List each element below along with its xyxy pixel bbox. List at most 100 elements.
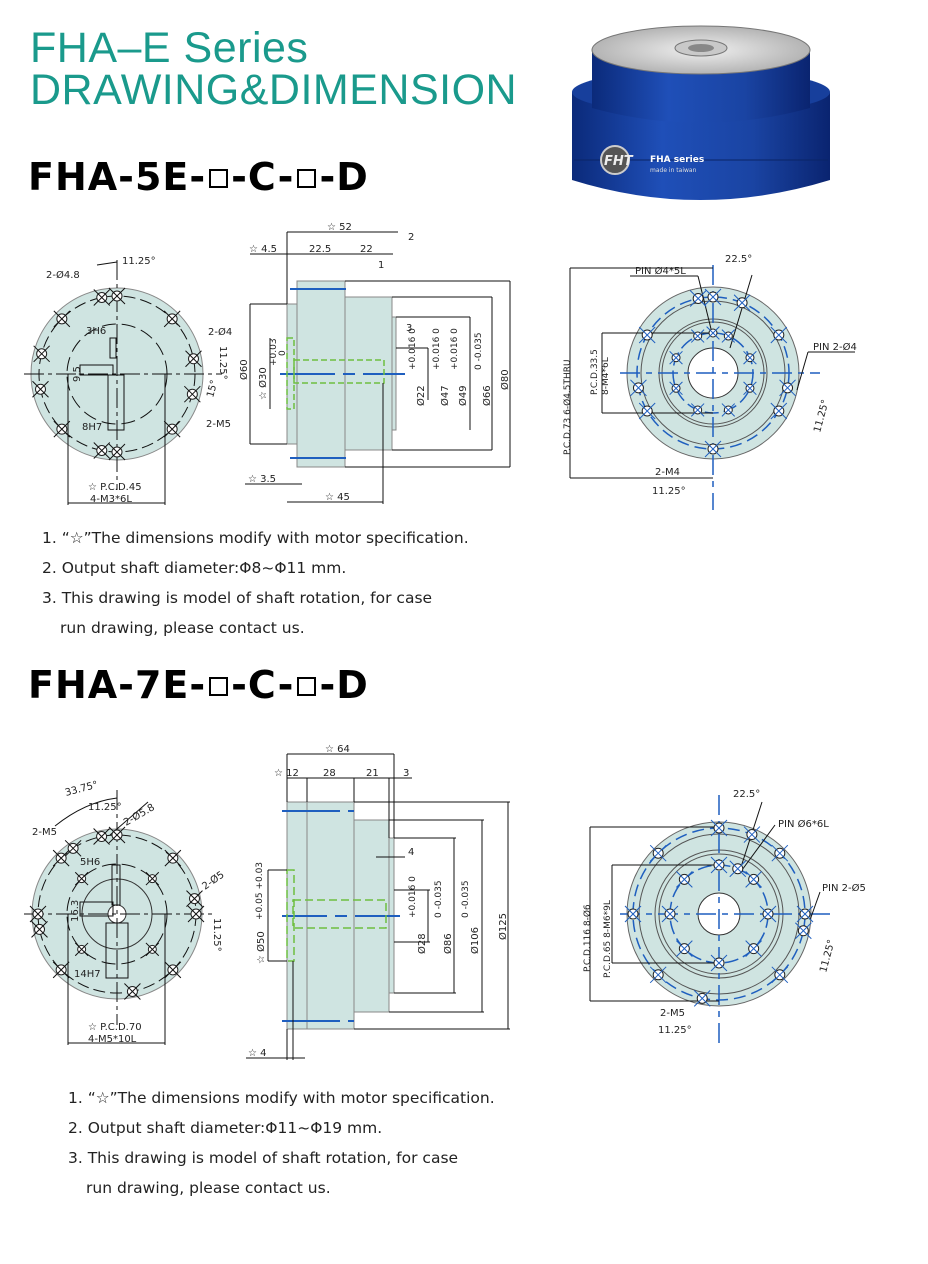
notes-5e: 1. “☆”The dimensions modify with motor s… bbox=[42, 523, 469, 643]
dimension-label: P.C.D.65 8-M6*9L bbox=[603, 900, 613, 978]
hole-crosshair bbox=[164, 961, 182, 979]
dimension-label: P.C.D.116 8-Ø6 bbox=[582, 904, 593, 972]
dimension-label: 11.25° bbox=[211, 918, 222, 952]
hole-crosshair bbox=[33, 345, 51, 363]
dimension-label: 11.25° bbox=[217, 346, 228, 380]
dimension-label: 14H7 bbox=[74, 969, 101, 980]
dimension-label: +0.016 0 bbox=[408, 876, 418, 918]
dimension-label: 2-M4 bbox=[655, 467, 680, 478]
hole-crosshair bbox=[779, 379, 796, 397]
hole-crosshair bbox=[53, 420, 71, 438]
hole-crosshair bbox=[183, 385, 201, 403]
dimension-label: ☆ Ø50 bbox=[255, 931, 267, 964]
hole-crosshair bbox=[743, 381, 757, 396]
dimension-label: Ø86 bbox=[442, 933, 454, 954]
note-item: 2. Output shaft diameter:Φ8~Φ11 mm. bbox=[42, 559, 347, 577]
notes-7e: 1. “☆”The dimensions modify with motor s… bbox=[68, 1083, 495, 1203]
dimension-label: ☆ 4 bbox=[248, 1048, 267, 1059]
hole-crosshair bbox=[693, 989, 711, 1007]
dimension-label: +0.016 0 bbox=[450, 328, 460, 370]
hole-crosshair bbox=[794, 922, 812, 940]
dimension-label: +0.05 +0.03 bbox=[255, 862, 265, 920]
hole-crosshair bbox=[164, 849, 182, 867]
dimension-label: ☆ 12 bbox=[274, 768, 299, 779]
rear-view: 22.5° PIN Ø6*6L PIN 2-Ø5 P.C.D.116 8-Ø6 … bbox=[582, 789, 866, 1045]
dimension-label: 2-M5 bbox=[660, 1008, 685, 1019]
dimension-label: 3 bbox=[403, 768, 409, 779]
hole-crosshair bbox=[630, 379, 647, 397]
dimension-label: 2-Ø5.8 bbox=[122, 801, 157, 828]
dimension-label: 0 -0.035 bbox=[434, 880, 444, 918]
dimension-label: 11.25° bbox=[658, 1025, 692, 1036]
hole-crosshair bbox=[163, 420, 181, 438]
side-view: ☆ 52 2 ☆ 4.5 22.5 22 1 3 Ø60 ☆ Ø30 +0.03… bbox=[238, 222, 511, 504]
dimension-label: Ø66 bbox=[481, 385, 493, 406]
hole-crosshair bbox=[661, 905, 679, 923]
hole-crosshair bbox=[669, 381, 683, 396]
hole-crosshair bbox=[669, 350, 683, 365]
note-item: 3. This drawing is model of shaft rotati… bbox=[68, 1149, 459, 1167]
dimension-label: +0.03 bbox=[269, 338, 279, 366]
dimension-label: Ø125 bbox=[497, 913, 509, 940]
dimension-label: 4 bbox=[408, 847, 414, 858]
dimension-label: 1 bbox=[378, 260, 384, 271]
dimension-label: 33.75° bbox=[64, 780, 99, 799]
hole-crosshair bbox=[93, 442, 111, 459]
dimension-label: ☆ P.C.D.45 bbox=[88, 482, 142, 493]
dimension-label: ☆ 45 bbox=[325, 492, 350, 503]
placeholder-box bbox=[297, 677, 317, 696]
dimension-label: 11.25° bbox=[818, 938, 837, 973]
dimension-label: 4-M5*10L bbox=[88, 1034, 137, 1045]
dimension-label: 22 bbox=[360, 244, 373, 255]
dimension-label: 8H7 bbox=[82, 422, 102, 433]
brand-text: FHT bbox=[604, 154, 634, 169]
dimension-label: 11.25° bbox=[122, 256, 156, 267]
hole-crosshair bbox=[108, 826, 126, 844]
hole-crosshair bbox=[52, 849, 70, 867]
dimension-label: 2-Ø4 bbox=[208, 326, 232, 338]
dimension-label: 11.25° bbox=[812, 398, 831, 433]
hole-crosshair bbox=[187, 905, 205, 923]
model-suffix: -D bbox=[319, 663, 369, 707]
model-prefix: FHA-5E- bbox=[28, 155, 207, 199]
dimension-label: PIN 2-Ø5 bbox=[822, 882, 866, 894]
hole-crosshair bbox=[745, 940, 763, 958]
dimension-label: 11.25° bbox=[88, 802, 122, 813]
hole-crosshair bbox=[624, 905, 642, 923]
hole-crosshair bbox=[675, 870, 693, 888]
hole-crosshair bbox=[759, 905, 777, 923]
front-view: 33.75° 11.25° 2-Ø5.8 2-M5 5H6 2-Ø5 16.3 … bbox=[24, 780, 227, 1045]
model-heading-7e: FHA-7E--C--D bbox=[28, 663, 369, 707]
hole-crosshair bbox=[649, 966, 667, 984]
hole-crosshair bbox=[690, 329, 705, 343]
hole-crosshair bbox=[53, 310, 71, 328]
hole-crosshair bbox=[31, 921, 48, 938]
hole-crosshair bbox=[145, 942, 160, 957]
placeholder-box bbox=[209, 677, 229, 696]
dimension-label: 22.5° bbox=[733, 789, 760, 800]
dimension-label: 8-M4*6L bbox=[601, 357, 611, 395]
model-prefix: FHA-7E- bbox=[28, 663, 207, 707]
note-item: run drawing, please contact us. bbox=[60, 619, 305, 637]
dimension-label: 5H6 bbox=[80, 857, 100, 868]
hole-crosshair bbox=[706, 326, 720, 340]
dimension-label: Ø60 bbox=[238, 359, 250, 380]
hole-crosshair bbox=[743, 826, 761, 843]
dimension-label: ☆ 52 bbox=[327, 222, 352, 233]
dimension-label: +0.016 0 bbox=[408, 328, 418, 370]
hole-crosshair bbox=[704, 440, 722, 458]
hole-crosshair bbox=[108, 287, 126, 305]
hole-crosshair bbox=[74, 942, 89, 957]
dimension-label: 0 -0.035 bbox=[474, 332, 484, 370]
hole-crosshair bbox=[93, 828, 110, 845]
dimension-label: 2-Ø4.8 bbox=[46, 269, 80, 281]
dimension-label: Ø22 bbox=[415, 385, 427, 406]
flange-bore bbox=[688, 44, 714, 52]
rear-view: 22.5° PIN Ø4*5L PIN 2-Ø4 P.C.D.73 6-Ø4.5… bbox=[562, 254, 857, 510]
dimension-label: P.C.D.33.5 bbox=[590, 349, 600, 395]
dimension-label: 9.5 bbox=[72, 366, 83, 382]
hole-crosshair bbox=[52, 961, 70, 979]
dimension-label: 0 -0.035 bbox=[461, 880, 471, 918]
dimension-label: ☆ 64 bbox=[325, 744, 350, 755]
dimension-label: 4-M3*6L bbox=[90, 494, 132, 505]
